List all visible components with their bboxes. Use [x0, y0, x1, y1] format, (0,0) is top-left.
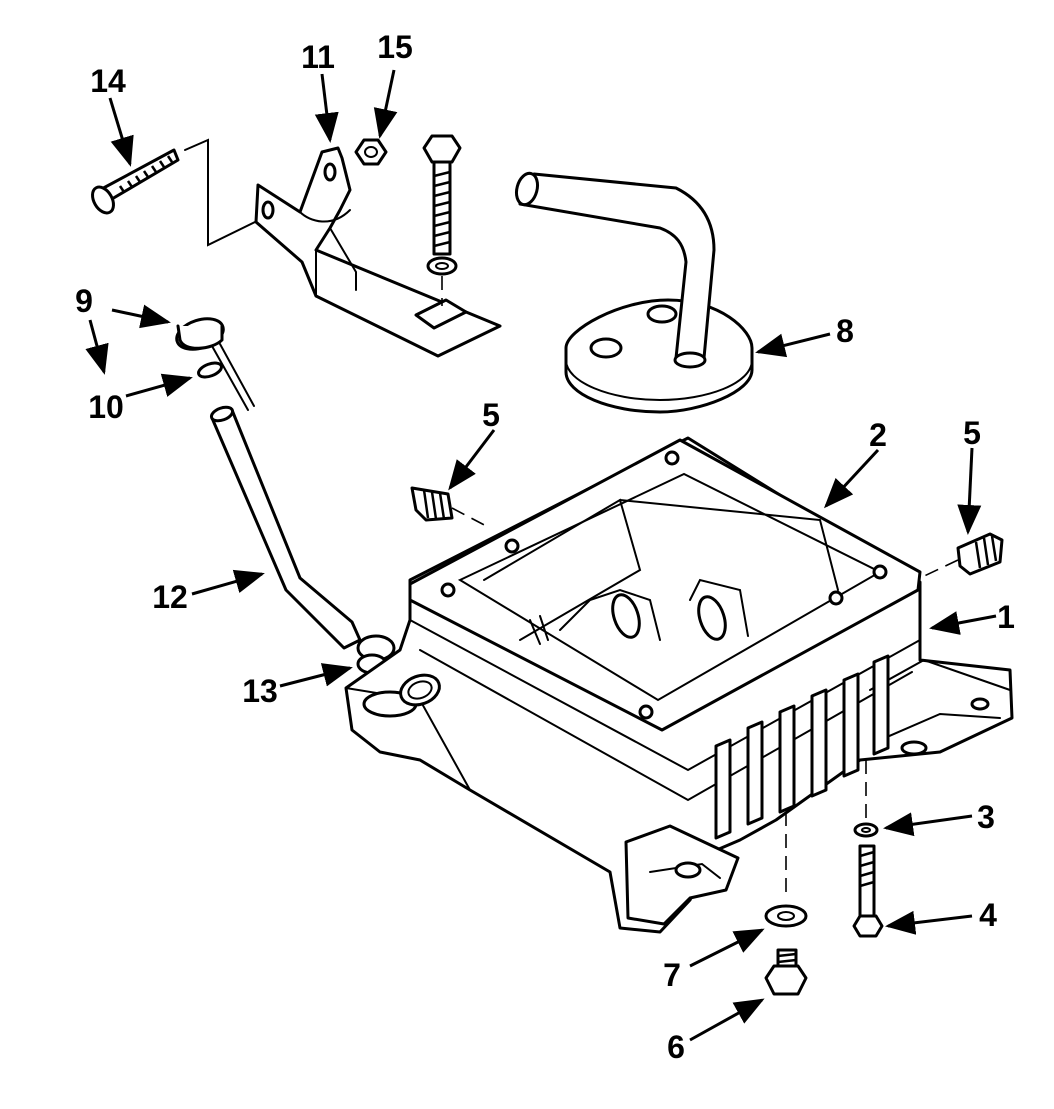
callout-10: 10 — [88, 389, 124, 425]
callout-3: 3 — [977, 799, 995, 835]
plug-part-5-right — [919, 532, 1004, 579]
drain-plug-part-6 — [764, 948, 808, 996]
gasket-part-2 — [408, 438, 922, 732]
callout-6: 6 — [667, 1029, 685, 1065]
leader-lines — [85, 69, 997, 1042]
housing-interior — [483, 498, 839, 645]
callout-labels: 14 11 15 9 10 8 5 2 5 1 12 13 3 4 7 6 — [75, 29, 1015, 1065]
callout-13: 13 — [242, 673, 278, 709]
callout-8: 8 — [836, 313, 854, 349]
callout-1: 1 — [997, 599, 1015, 635]
plug-part-5-left — [410, 486, 491, 529]
callout-2: 2 — [869, 417, 887, 453]
bracket-part-11 — [254, 146, 502, 358]
callout-7: 7 — [663, 957, 681, 993]
washer-part-7 — [764, 812, 808, 928]
callout-5-left: 5 — [482, 397, 500, 433]
washer-part-3 — [853, 760, 879, 838]
breather-cap-part-8 — [514, 171, 754, 414]
callout-15: 15 — [377, 29, 413, 65]
callout-9: 9 — [75, 283, 93, 319]
callout-14: 14 — [90, 63, 126, 99]
callout-5-right: 5 — [963, 415, 981, 451]
bolt-part-4 — [852, 844, 884, 938]
callout-12: 12 — [152, 579, 188, 615]
callout-4: 4 — [979, 897, 997, 933]
dipstick-assembly — [175, 317, 396, 675]
bolt-above-bracket — [422, 134, 462, 306]
screw-part-14 — [91, 148, 180, 215]
nut-part-15 — [354, 138, 388, 166]
callout-11: 11 — [301, 39, 335, 75]
